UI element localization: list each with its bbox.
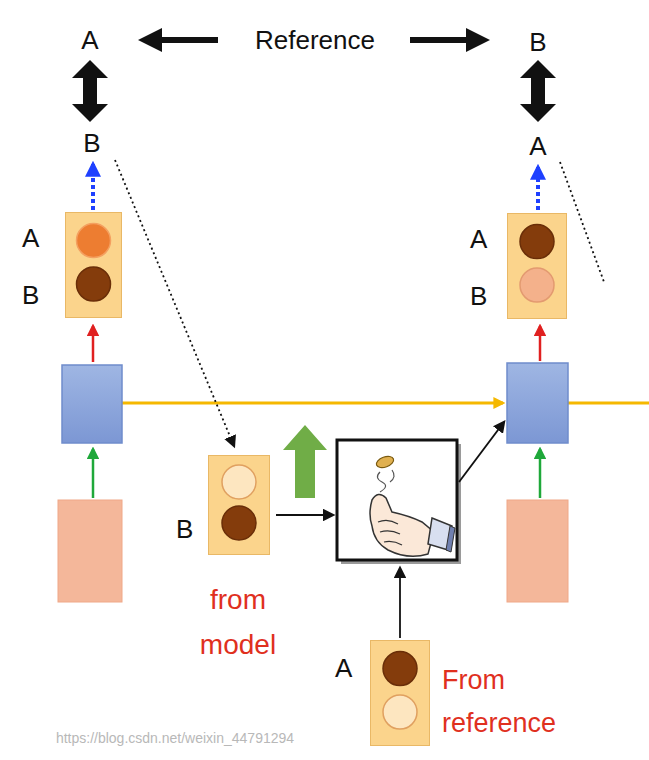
token-label: A <box>470 226 487 252</box>
token-label: B <box>83 130 100 156</box>
probability-circle <box>222 465 256 499</box>
probability-circles <box>208 455 270 555</box>
output-arrow <box>539 326 542 361</box>
input-arrow <box>92 449 95 498</box>
flow-arrow <box>459 422 504 482</box>
coin-flip-box <box>337 440 457 560</box>
probability-circle <box>222 506 256 540</box>
distribution-box <box>65 212 122 318</box>
source-label: B <box>22 282 39 308</box>
distribution-node: AB <box>465 206 577 328</box>
flow-arrow <box>276 514 333 516</box>
probability-circle <box>383 652 417 686</box>
probability-circles <box>507 213 567 319</box>
rnn-cell <box>507 363 568 443</box>
token-label: A <box>529 133 546 159</box>
distribution-box <box>370 640 430 746</box>
rnn-cell <box>62 365 122 443</box>
distribution-node: A From reference <box>330 635 632 749</box>
feedback-line <box>115 160 234 446</box>
hidden-state-line <box>122 402 503 405</box>
token-label: A <box>81 27 98 53</box>
source-label: from model <box>176 578 300 668</box>
hidden-state-line <box>568 402 649 405</box>
output-arrow <box>92 326 95 362</box>
probability-circle <box>383 695 417 729</box>
probability-circle <box>77 224 111 258</box>
token-label: A <box>22 225 39 251</box>
source-label: B <box>470 283 487 309</box>
probability-circle <box>520 268 554 302</box>
sample-arrow <box>536 167 540 210</box>
source-label: From reference <box>442 659 612 745</box>
distribution-box <box>507 213 567 319</box>
probability-circles <box>65 212 122 318</box>
compare-arrow <box>72 60 108 122</box>
probability-circles <box>370 640 430 746</box>
input-embedding <box>58 500 122 602</box>
selection-arrow <box>283 425 327 498</box>
reference-arrow <box>150 37 218 43</box>
watermark: https://blog.csdn.net/weixin_44791294 <box>56 731 294 745</box>
coin-flip-hand <box>370 454 455 556</box>
probability-circle <box>520 225 554 259</box>
compare-arrow <box>520 60 556 122</box>
reference-arrow <box>410 37 478 43</box>
token-label: B <box>176 516 193 542</box>
token-label: A <box>335 655 352 681</box>
distribution-box <box>208 455 270 555</box>
flow-arrow <box>399 568 401 638</box>
input-arrow <box>539 449 542 498</box>
input-embedding <box>507 500 568 602</box>
token-label: B <box>529 29 546 55</box>
probability-circle <box>77 267 111 301</box>
sample-arrow <box>91 164 95 210</box>
distribution-node: AB <box>18 205 130 327</box>
distribution-node: Bfrom model <box>170 450 312 670</box>
reference-label: Reference <box>255 27 375 53</box>
